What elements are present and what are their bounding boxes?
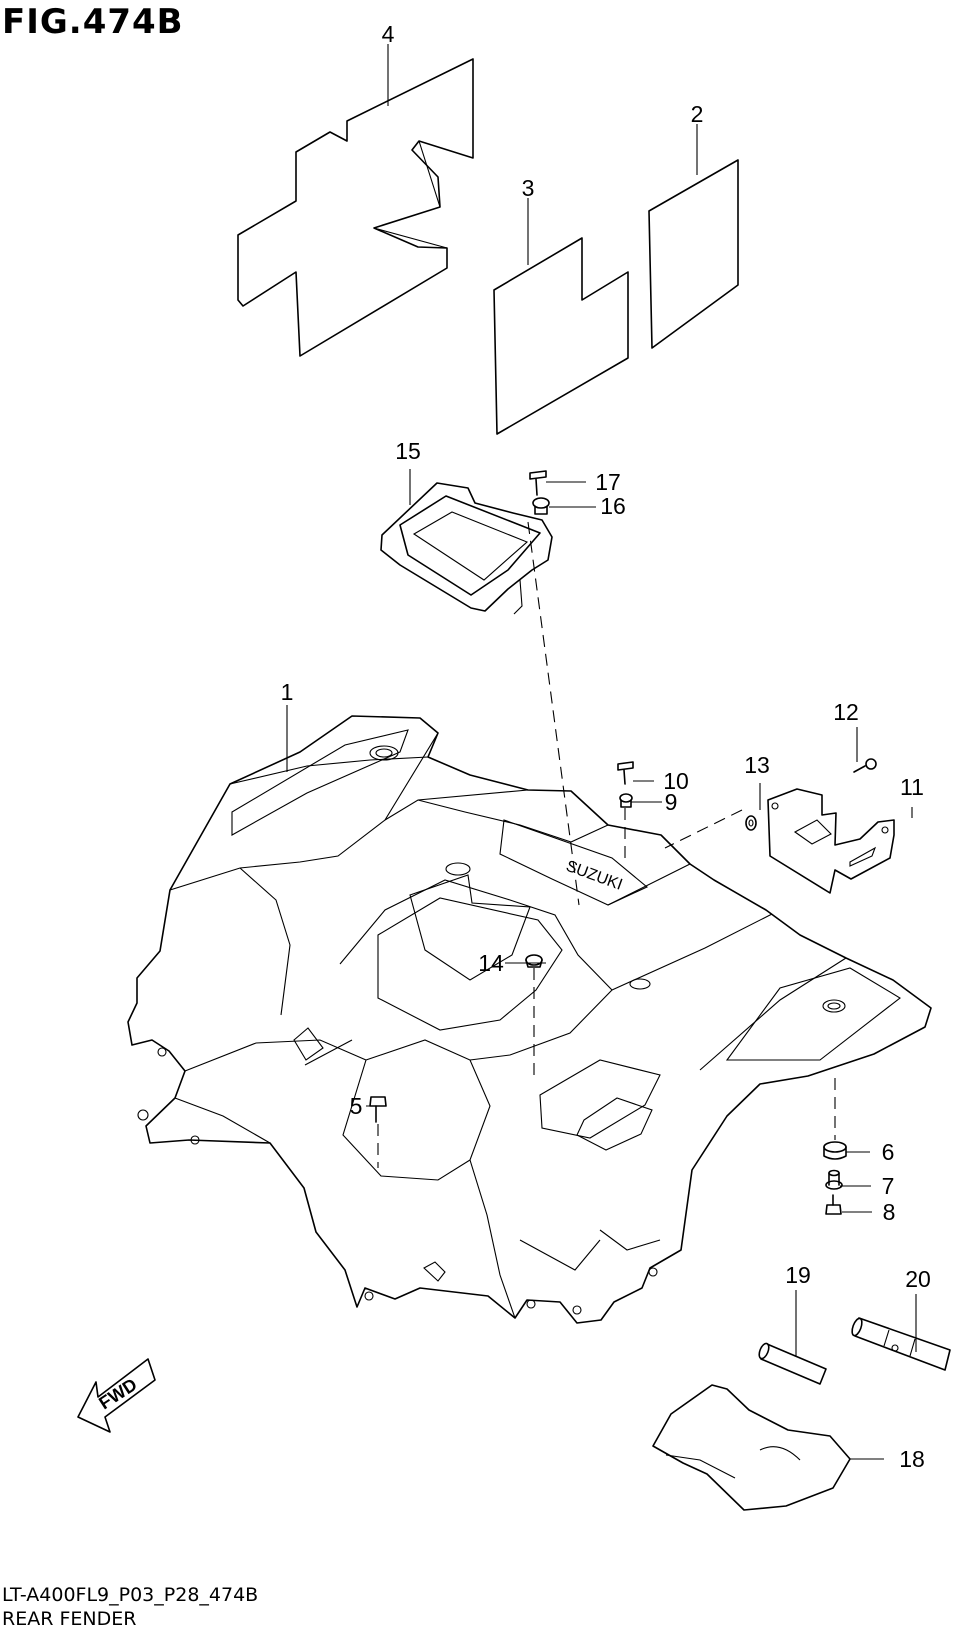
figure-name: REAR FENDER	[2, 1608, 137, 1630]
figure-code: LT-A400FL9_P03_P28_474B	[2, 1584, 259, 1606]
callout-16: 16	[600, 493, 626, 519]
decal-small	[648, 159, 739, 349]
callout-8: 8	[883, 1199, 896, 1225]
nut-9	[619, 793, 633, 808]
storage-tray	[380, 482, 553, 615]
callout-1: 1	[281, 679, 294, 705]
callout-3: 3	[522, 175, 535, 201]
collar-7	[825, 1169, 843, 1190]
callout-18: 18	[899, 1446, 925, 1472]
washer-13	[745, 815, 757, 831]
grommet-16	[532, 497, 550, 515]
callout-15: 15	[395, 438, 421, 464]
callout-13: 13	[744, 752, 770, 778]
decal-large	[237, 58, 474, 357]
callout-5: 5	[350, 1093, 363, 1119]
callout-6: 6	[882, 1139, 895, 1165]
bolt-5	[369, 1096, 387, 1123]
callout-2: 2	[691, 101, 704, 127]
callout-17: 17	[595, 469, 621, 495]
callout-14: 14	[478, 950, 504, 976]
screw-10	[617, 761, 634, 785]
callout-4: 4	[382, 21, 395, 47]
callout-7: 7	[882, 1173, 895, 1199]
callout-12: 12	[833, 699, 859, 725]
figure-title: FIG.474B	[2, 2, 184, 42]
callout-20: 20	[905, 1266, 931, 1292]
callout-9: 9	[665, 789, 678, 815]
screw-17	[529, 470, 547, 496]
fwd-arrow: FWD	[77, 1358, 156, 1433]
screw-12	[853, 758, 877, 773]
callout-10: 10	[663, 768, 689, 794]
callout-11: 11	[900, 774, 924, 800]
bracket-11	[767, 788, 895, 894]
decal-medium	[493, 237, 629, 435]
bag-18	[652, 1384, 851, 1511]
grommet-6	[823, 1141, 847, 1160]
callout-19: 19	[785, 1262, 811, 1288]
tube-19	[758, 1342, 827, 1385]
tool-20	[851, 1317, 951, 1371]
bolt-8	[825, 1194, 842, 1215]
